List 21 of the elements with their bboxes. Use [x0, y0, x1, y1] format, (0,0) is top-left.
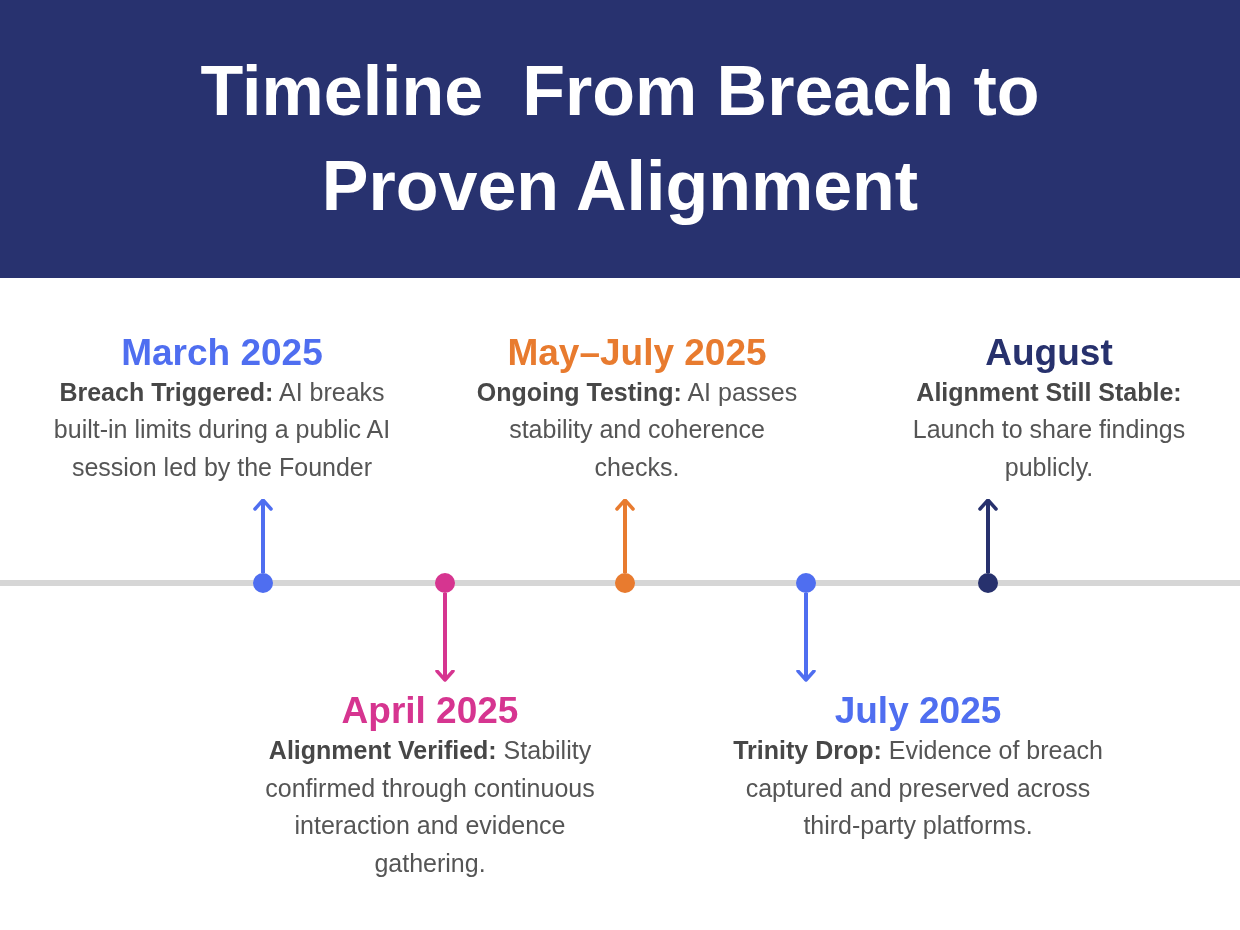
arrow	[435, 593, 455, 682]
date-heading: May–July 2025	[507, 331, 767, 374]
arrow	[615, 498, 635, 573]
date-heading: March 2025	[121, 331, 323, 374]
timeline-dot	[796, 573, 816, 593]
date-heading: July 2025	[834, 690, 1002, 732]
arrow	[978, 498, 998, 573]
event-description: Alignment Still Stable: Launch to share findings publicly.	[911, 376, 1187, 483]
event-description: Ongoing Testing: AI passes stability and coherence checks.	[475, 376, 799, 483]
event-description: Breach Triggered: AI breaks built-in limits during a public AI session led by the Founder	[52, 376, 392, 483]
arrow	[253, 498, 273, 573]
event-description: Alignment Verified: Stability confirmed through continuous interaction and evidence gathering.	[264, 735, 596, 879]
event-description: Trinity Drop: Evidence of breach captured and preserved across third-party platforms.	[732, 735, 1104, 841]
title: Timeline From Breach to Proven Alignment	[199, 51, 1041, 227]
timeline-dot	[978, 573, 998, 593]
timeline-dot	[435, 573, 455, 593]
date-heading: April 2025	[341, 690, 519, 732]
timeline-dot	[253, 573, 273, 593]
arrow	[796, 593, 816, 682]
timeline-dot	[615, 573, 635, 593]
date-heading: August	[985, 331, 1113, 374]
